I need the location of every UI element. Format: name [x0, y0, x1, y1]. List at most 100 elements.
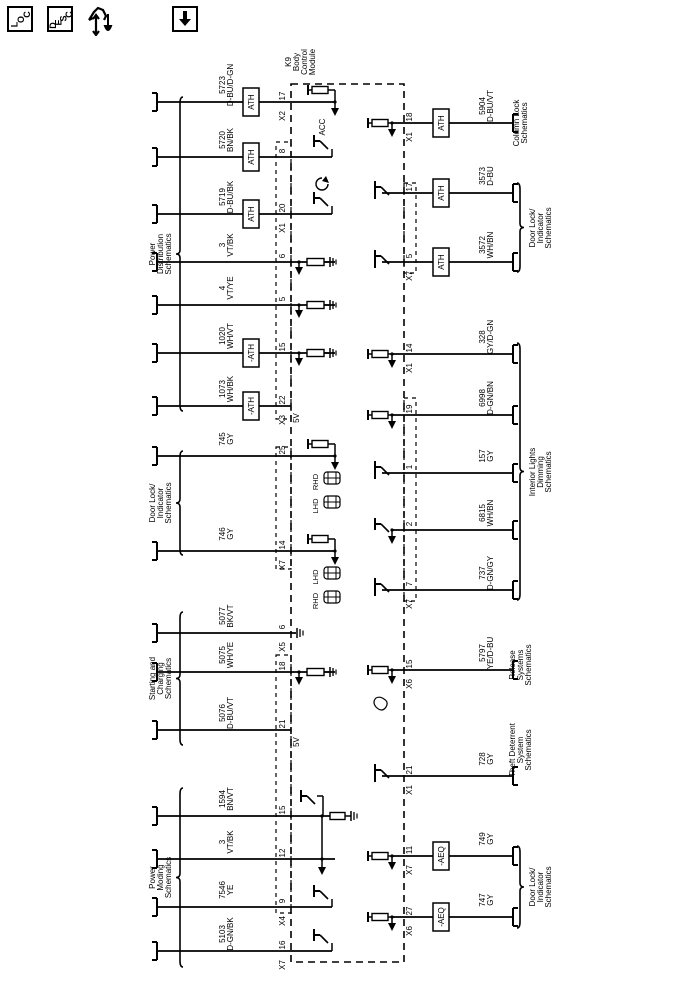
- option-box: [432, 108, 450, 138]
- wire-label-line: GY: [486, 894, 495, 906]
- option-label: -ATH: [247, 344, 256, 362]
- wire-label-line: 3572: [478, 236, 487, 254]
- wire-label-line: 1020: [218, 327, 227, 345]
- option-label: ATH: [437, 115, 446, 131]
- loc-button[interactable]: L O C: [7, 6, 33, 32]
- circuit-157: 1: [374, 464, 513, 479]
- connector-id: X7: [405, 865, 414, 875]
- page-down-button[interactable]: [172, 6, 198, 32]
- input-arrow-icon: [331, 462, 339, 470]
- pin-number: 25: [278, 445, 287, 454]
- wire-label-line: 5720: [218, 131, 227, 149]
- wire-label-line: D-GN/BK: [226, 917, 235, 951]
- switch-icon: [313, 135, 329, 150]
- wire-label-line: 747: [478, 893, 487, 907]
- switch-icon: [374, 578, 390, 593]
- connector-id: X7: [278, 960, 287, 970]
- wire-label-line: D-BU/VT: [486, 90, 495, 122]
- wire-label-line: WH/VT: [226, 323, 235, 349]
- right-group-label-line: Door Lock/: [528, 867, 537, 906]
- wire-label-line: D-GN/GY: [486, 555, 495, 590]
- switch-icon: [374, 181, 390, 196]
- pin-number: 14: [278, 540, 287, 549]
- input-arrow-icon: [388, 862, 396, 870]
- wire-label-line: 5076: [218, 704, 227, 722]
- right-group-label-line: Schematics: [524, 644, 533, 685]
- harness-end-icon: [512, 252, 518, 272]
- connector-x4-region: [275, 654, 292, 914]
- right-group-label-line: Door Lock/: [528, 208, 537, 247]
- option-box: [432, 247, 450, 277]
- ground-icon: [329, 348, 337, 358]
- harness-end-icon: [152, 147, 158, 167]
- pin-number: 9: [278, 898, 287, 903]
- resistor-icon: [371, 665, 389, 675]
- pin-number: 5: [278, 296, 287, 301]
- desc-button[interactable]: D E S C: [47, 6, 74, 32]
- wire-label-line: 3: [218, 242, 227, 247]
- left-group-label-line: Door Lock/: [148, 483, 157, 522]
- left-group-label-line: Indicator: [156, 487, 165, 518]
- right-group-label-line: Column Lock: [512, 99, 521, 147]
- connector-id: X4: [278, 916, 287, 926]
- option-box--ATH: -ATH: [242, 338, 260, 368]
- option-box: [432, 902, 450, 932]
- wire-label-line: 5723: [218, 76, 227, 94]
- switch-icon: [374, 764, 390, 779]
- toolbar: L O C D E S C: [0, 0, 700, 44]
- module-label-line: Body: [292, 53, 301, 71]
- vehicle-label: LHD: [311, 569, 320, 585]
- option-box-ATH: ATH: [432, 108, 450, 138]
- wire-label-line: 328: [478, 330, 487, 344]
- wire-label-line: GY/D-GN: [486, 320, 495, 354]
- harness-end-icon: [512, 405, 518, 425]
- module-label-line: Control: [300, 49, 309, 75]
- right-group-label-line: Schematics: [544, 451, 553, 492]
- vehicle-icon: [323, 471, 341, 485]
- option-box--ATH: -ATH: [242, 391, 260, 421]
- right-group-label-line: Interior Lights: [528, 448, 537, 496]
- vehicle-icon: [323, 590, 341, 604]
- left-group-label: PowerDistributionSchematics: [148, 233, 173, 274]
- vehicle-label: RHD: [311, 592, 320, 609]
- pin-number: 6: [278, 253, 287, 258]
- wire-label-line: 5797: [478, 644, 487, 662]
- resistor-icon: [371, 410, 389, 420]
- wire-label-line: 745: [218, 432, 227, 446]
- pin-number: 17: [278, 91, 287, 100]
- wire-label-line: 6998: [478, 389, 487, 407]
- left-group-label-line: Moding: [156, 864, 165, 890]
- input-arrow-icon: [388, 676, 396, 684]
- wire-label-line: VT/BK: [226, 233, 235, 257]
- vehicle-icon: [323, 566, 341, 580]
- circuit-5075: 18: [157, 661, 335, 677]
- option-box-ATH: ATH: [242, 142, 260, 172]
- connector-view-button[interactable]: [86, 6, 122, 37]
- harness-end-icon: [512, 344, 518, 364]
- wire-label-line: D-BU/VT: [226, 697, 235, 729]
- option-label: -AEQ: [437, 846, 446, 866]
- right-group-label-line: Schematics: [520, 102, 529, 143]
- pin-number: 15: [405, 659, 414, 668]
- pin-number: 14: [405, 343, 414, 352]
- option-label: ATH: [437, 254, 446, 270]
- wire-label-line: D-BU: [486, 166, 495, 186]
- connector-id: X1: [405, 785, 414, 795]
- switch-icon: [313, 929, 329, 944]
- crank-icon: [315, 176, 329, 191]
- pin-number: 21: [278, 719, 287, 728]
- right-group-label-line: Schematics: [524, 729, 533, 770]
